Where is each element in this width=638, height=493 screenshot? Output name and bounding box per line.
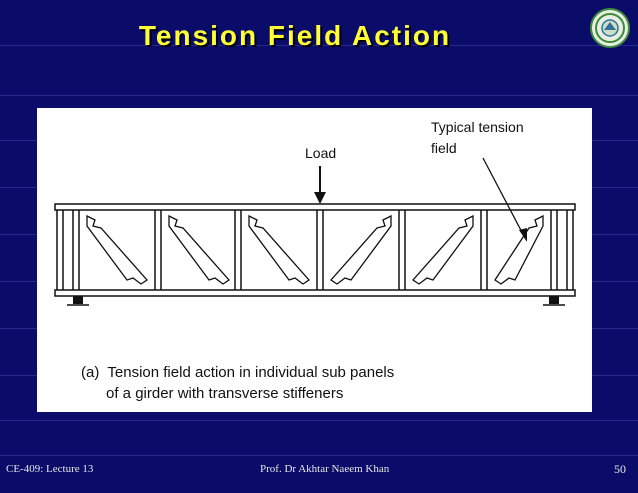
top-flange [54,203,576,211]
caption-line-2: of a girder with transverse stiffeners [81,385,344,402]
grid-line [0,420,638,421]
tension-pointer-line [482,157,526,239]
load-arrow-head [314,192,326,204]
figure-panel: Load Typical tension field (a) Tension f… [37,108,592,412]
load-label: Load [305,145,336,161]
girder-diagram: Load Typical tension field [54,119,576,306]
footer-course: CE-409: Lecture 13 [6,463,94,475]
grid-line [0,95,638,96]
girder-supports [67,296,565,306]
footer-author: Prof. Dr Akhtar Naeem Khan [260,463,390,475]
tension-field-bands [86,214,544,285]
tension-label-line1: Typical tension [431,119,524,135]
university-logo [590,8,630,48]
tension-pointer-head [519,228,527,242]
transverse-stiffeners [56,210,574,290]
slide-title: Tension Field Action [138,20,452,51]
grid-line [0,455,638,456]
caption-line-1: (a) Tension field action in individual s… [81,364,395,381]
bottom-flange [54,289,576,297]
university-seal-icon [595,13,625,43]
page-number: 50 [614,462,626,476]
tension-label-line2: field [431,140,457,156]
figure-caption: (a) Tension field action in individual s… [81,362,394,404]
grid-line [0,45,638,46]
